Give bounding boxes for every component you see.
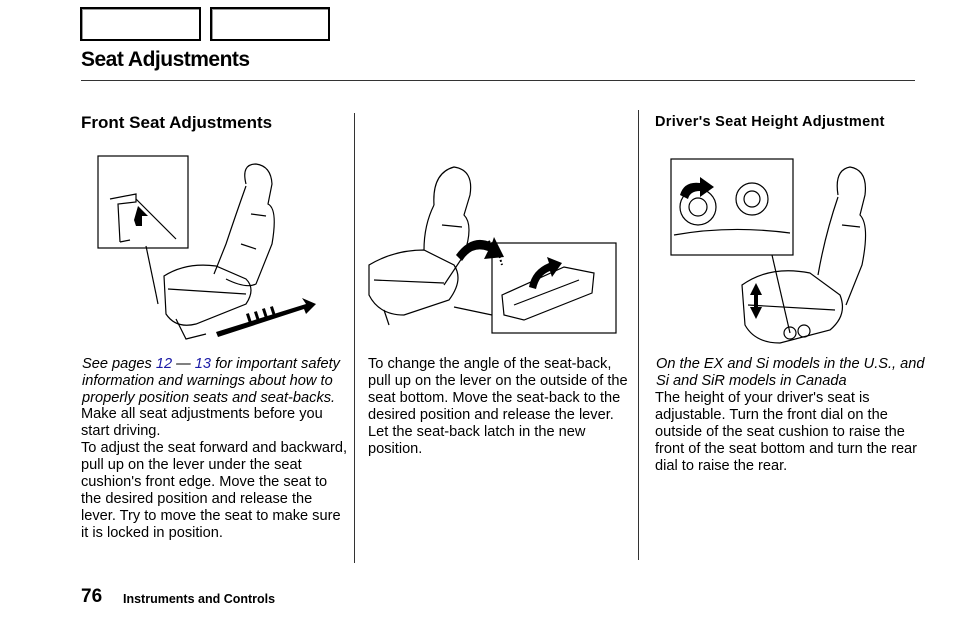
model-note: On the EX and Si models in the U.S., and…: [656, 356, 925, 389]
paragraph: Make all seat adjustments before you sta…: [81, 406, 323, 439]
height-heading: Driver's Seat Height Adjustment: [655, 114, 885, 130]
nav-next-button[interactable]: [210, 7, 330, 41]
seat-height-illustration: [670, 158, 867, 344]
paragraph: To adjust the seat forward and backward,…: [81, 440, 348, 541]
front-adjust-text: Make all seat adjustments before you sta…: [81, 406, 349, 542]
page-number: 76: [81, 586, 103, 607]
column-divider: [638, 110, 639, 560]
column-divider: [354, 113, 355, 563]
page-title: Seat Adjustments: [81, 48, 250, 71]
nav-prev-button[interactable]: [80, 7, 201, 41]
section-heading: Front Seat Adjustments: [81, 113, 273, 132]
page-link[interactable]: 12: [155, 356, 173, 372]
page-link[interactable]: 13: [194, 356, 212, 372]
seatback-recline-illustration: [368, 166, 617, 334]
safety-note: See pages 12 — 13 for important safety i…: [82, 356, 340, 406]
height-adjust-text: The height of your driver's seat is adju…: [655, 390, 918, 474]
front-seat-slide-illustration: [97, 155, 316, 340]
seatback-adjust-text: To change the angle of the seat-back, pu…: [368, 356, 628, 457]
title-divider: [81, 80, 915, 81]
footer-section-label: Instruments and Controls: [123, 592, 276, 606]
